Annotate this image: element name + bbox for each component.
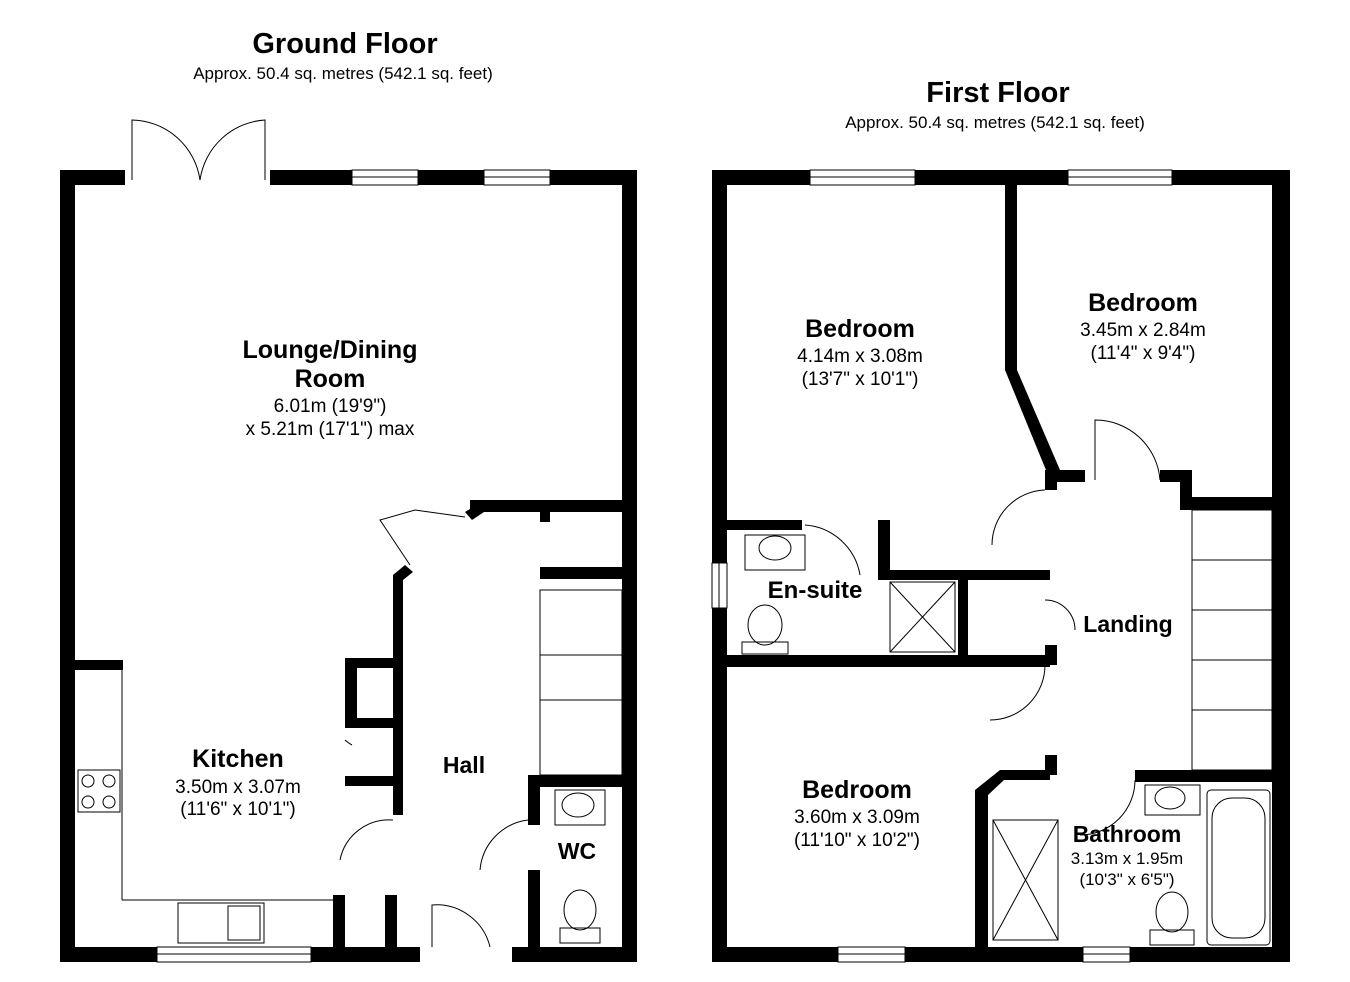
bedroom3-dim-metric: 3.60m x 3.09m [794,807,920,828]
kitchen-dim-imperial: (11'6" x 10'1") [180,799,296,820]
bedroom3-name: Bedroom [802,776,912,804]
bedroom1-name: Bedroom [805,315,915,343]
ensuite-name: En-suite [767,577,863,604]
ground-floor-area: Approx. 50.4 sq. metres (542.1 sq. feet) [193,64,493,83]
lounge-dim2: x 5.21m (17'1") max [245,419,415,440]
first-floor-area: Approx. 50.4 sq. metres (542.1 sq. feet) [845,113,1145,132]
ground-floor-windows [156,169,551,963]
kitchen-dim-metric: 3.50m x 3.07m [175,777,301,798]
bathroom-dim-metric: 3.13m x 1.95m [1070,849,1184,868]
hall-name: Hall [442,752,486,778]
bedroom3-dim-imperial: (11'10" x 10'2") [793,830,920,851]
first-floor-title: First Floor [926,77,1070,109]
landing-name: Landing [1083,611,1173,637]
ground-floor-walls [60,170,637,962]
lounge-name-line1: Lounge/Dining [242,336,418,364]
ground-floor-fixtures [77,119,623,948]
bedroom1-dim-metric: 4.14m x 3.08m [797,346,923,367]
bedroom2-dim-metric: 3.45m x 2.84m [1080,320,1206,341]
bedroom2-dim-imperial: (11'4" x 9'4") [1090,343,1196,364]
bathroom-dim-imperial: (10'3" x 6'5") [1079,870,1175,889]
first-floor-windows [711,169,1173,963]
wc-name: WC [557,838,597,864]
bedroom1-dim-imperial: (13'7" x 10'1") [801,369,919,390]
ground-floor-title: Ground Floor [252,28,438,60]
lounge-name-line2: Room [294,365,366,393]
lounge-dim1: 6.01m (19'9") [273,396,387,417]
first-floor-walls [712,170,1290,962]
bedroom2-name: Bedroom [1088,289,1198,317]
first-floor-fixtures [741,419,1273,946]
bathroom-name: Bathroom [1072,821,1182,847]
kitchen-name: Kitchen [192,745,284,773]
